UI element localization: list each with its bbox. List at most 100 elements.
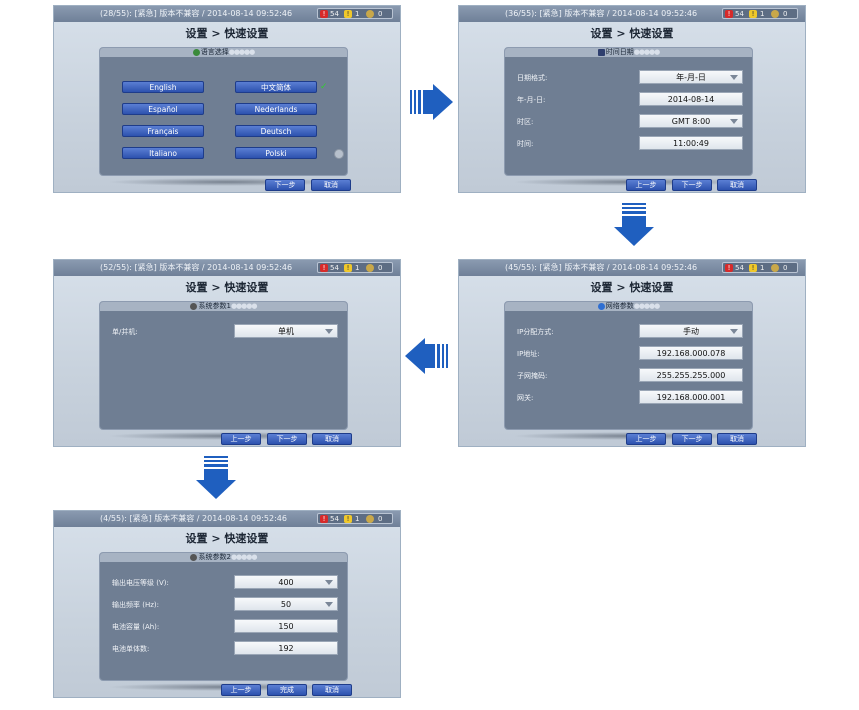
critical-alarm-count: 54 <box>330 515 339 523</box>
language-button-polish[interactable]: Polski <box>235 147 317 159</box>
field-label: 时间: <box>517 140 534 148</box>
field-value: GMT 8:00 <box>671 117 711 126</box>
next-button[interactable]: 下一步 <box>267 433 307 445</box>
screen-language: (28/55): [紧急] 版本不兼容 / 2014-08-14 09:52:4… <box>53 5 401 193</box>
battery-capacity-input[interactable]: 150 <box>234 619 338 633</box>
status-bar: (52/55): [紧急] 版本不兼容 / 2014-08-14 09:52:4… <box>54 260 400 276</box>
step-dots-icon: ●●●●● <box>633 302 661 310</box>
clock-icon <box>597 48 605 56</box>
date-input[interactable]: 2014-08-14 <box>639 92 743 106</box>
field-label: 时区: <box>517 118 534 126</box>
minor-alarm-icon <box>366 10 374 18</box>
minor-alarm-count: 0 <box>783 10 788 18</box>
globe-icon <box>192 48 200 56</box>
status-bar: (28/55): [紧急] 版本不兼容 / 2014-08-14 09:52:4… <box>54 6 400 22</box>
system-params-1-panel: 系统参数1●●●●● 单/并机: 单机 <box>99 301 348 430</box>
minor-alarm-count: 0 <box>378 515 383 523</box>
next-button[interactable]: 下一步 <box>672 179 712 191</box>
next-button[interactable]: 下一步 <box>265 179 305 191</box>
chevron-down-icon <box>730 119 738 124</box>
chevron-down-icon <box>730 75 738 80</box>
gateway-input[interactable]: 192.168.000.001 <box>639 390 743 404</box>
page-title: 设置 > 快速设置 <box>185 281 269 294</box>
status-text: (45/55): [紧急] 版本不兼容 / 2014-08-14 09:52:4… <box>505 263 698 272</box>
time-zone-select[interactable]: GMT 8:00 <box>639 114 743 128</box>
step-dots-icon: ●●●●● <box>230 553 258 561</box>
page-title: 设置 > 快速设置 <box>185 532 269 545</box>
cancel-button[interactable]: 取消 <box>717 433 757 445</box>
cancel-button[interactable]: 取消 <box>311 179 351 191</box>
status-bar: (45/55): [紧急] 版本不兼容 / 2014-08-14 09:52:4… <box>459 260 805 276</box>
minor-alarm-icon <box>771 264 779 272</box>
page-title: 设置 > 快速设置 <box>590 27 674 40</box>
cancel-button[interactable]: 取消 <box>717 179 757 191</box>
prev-button[interactable]: 上一步 <box>221 684 261 696</box>
chevron-down-icon <box>730 329 738 334</box>
critical-alarm-icon: ! <box>725 10 733 18</box>
scroll-down-icon[interactable] <box>334 149 344 159</box>
alarm-indicator[interactable]: ! 54 ! 1 0 <box>317 513 393 524</box>
arrow-right-icon <box>410 84 453 120</box>
field-label: 电池单体数: <box>112 645 150 653</box>
field-label: 子网掩码: <box>517 372 548 380</box>
output-frequency-select[interactable]: 50 <box>234 597 338 611</box>
minor-alarm-icon <box>366 515 374 523</box>
subnet-mask-input[interactable]: 255.255.255.000 <box>639 368 743 382</box>
status-text: (36/55): [紧急] 版本不兼容 / 2014-08-14 09:52:4… <box>505 9 698 18</box>
warning-alarm-icon: ! <box>344 264 352 272</box>
language-button-dutch[interactable]: Nederlands <box>235 103 317 115</box>
prev-button[interactable]: 上一步 <box>626 179 666 191</box>
alarm-indicator[interactable]: ! 54 ! 1 0 <box>722 8 798 19</box>
language-button-french[interactable]: Français <box>122 125 204 137</box>
minor-alarm-icon <box>771 10 779 18</box>
critical-alarm-icon: ! <box>320 264 328 272</box>
ip-mode-select[interactable]: 手动 <box>639 324 743 338</box>
language-button-spanish[interactable]: Español <box>122 103 204 115</box>
language-button-english[interactable]: English <box>122 81 204 93</box>
finish-button[interactable]: 完成 <box>267 684 307 696</box>
battery-cell-count-input[interactable]: 192 <box>234 641 338 655</box>
screen-date-time: (36/55): [紧急] 版本不兼容 / 2014-08-14 09:52:4… <box>458 5 806 193</box>
critical-alarm-icon: ! <box>320 515 328 523</box>
alarm-indicator[interactable]: ! 54 ! 1 0 <box>722 262 798 273</box>
network-icon <box>597 302 605 310</box>
warning-alarm-count: 1 <box>355 515 360 523</box>
step-dots-icon: ●●●●● <box>230 302 258 310</box>
critical-alarm-count: 54 <box>735 10 744 18</box>
page-title: 设置 > 快速设置 <box>185 27 269 40</box>
cancel-button[interactable]: 取消 <box>312 684 352 696</box>
parallel-mode-select[interactable]: 单机 <box>234 324 338 338</box>
field-value: 单机 <box>278 327 294 336</box>
network-panel: 网络参数●●●●● IP分配方式: 手动 IP地址: 192.168.000.0… <box>504 301 753 430</box>
prev-button[interactable]: 上一步 <box>626 433 666 445</box>
time-input[interactable]: 11:00:49 <box>639 136 743 150</box>
page-title: 设置 > 快速设置 <box>590 281 674 294</box>
chevron-down-icon <box>325 329 333 334</box>
next-button[interactable]: 下一步 <box>672 433 712 445</box>
warning-alarm-count: 1 <box>760 10 765 18</box>
language-button-german[interactable]: Deutsch <box>235 125 317 137</box>
date-time-panel: 时间日期●●●●● 日期格式: 年-月-日 年-月-日: 2014-08-14 … <box>504 47 753 176</box>
status-text: (4/55): [紧急] 版本不兼容 / 2014-08-14 09:52:46 <box>100 514 287 523</box>
warning-alarm-count: 1 <box>760 264 765 272</box>
panel-header: 系统参数1●●●●● <box>100 302 347 311</box>
panel-title: 时间日期 <box>605 48 634 56</box>
settings-icon <box>190 302 198 310</box>
output-voltage-select[interactable]: 400 <box>234 575 338 589</box>
field-label: IP地址: <box>517 350 540 358</box>
date-format-select[interactable]: 年-月-日 <box>639 70 743 84</box>
minor-alarm-count: 0 <box>783 264 788 272</box>
cancel-button[interactable]: 取消 <box>312 433 352 445</box>
critical-alarm-icon: ! <box>320 10 328 18</box>
status-bar: (4/55): [紧急] 版本不兼容 / 2014-08-14 09:52:46… <box>54 511 400 527</box>
ip-address-input[interactable]: 192.168.000.078 <box>639 346 743 360</box>
language-button-italian[interactable]: Italiano <box>122 147 204 159</box>
alarm-indicator[interactable]: ! 54 ! 1 0 <box>317 8 393 19</box>
language-button-chinese[interactable]: 中文简体 <box>235 81 317 93</box>
prev-button[interactable]: 上一步 <box>221 433 261 445</box>
warning-alarm-icon: ! <box>749 264 757 272</box>
field-value: 50 <box>280 600 292 609</box>
field-label: IP分配方式: <box>517 328 554 336</box>
arrow-down-icon <box>614 203 654 246</box>
alarm-indicator[interactable]: ! 54 ! 1 0 <box>317 262 393 273</box>
